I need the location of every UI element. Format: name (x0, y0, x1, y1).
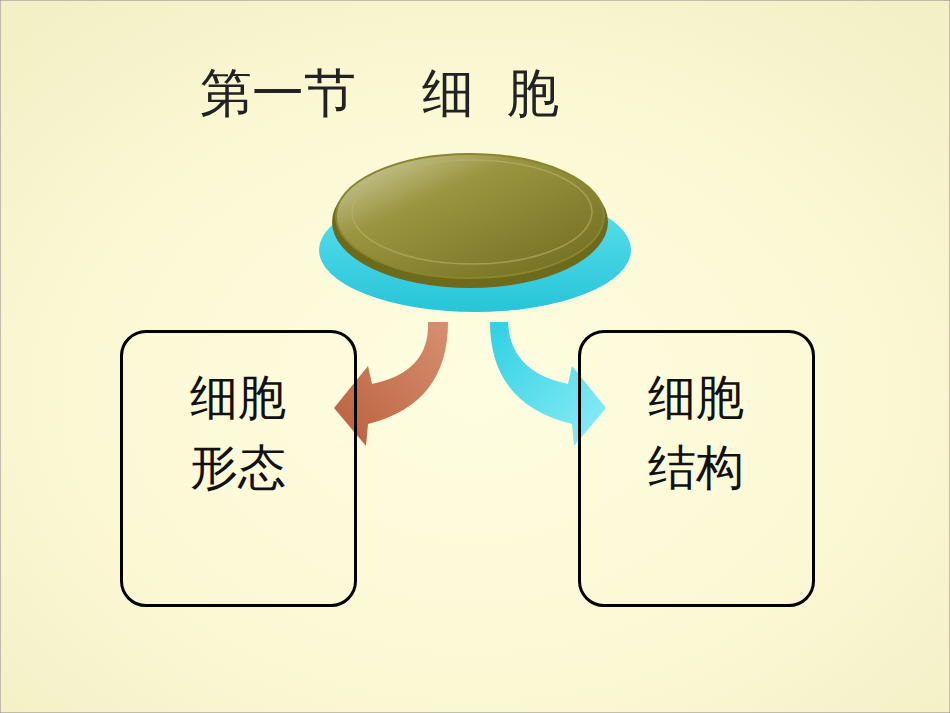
left-arrow (334, 322, 448, 446)
concept-box: 细胞 结构 (578, 330, 815, 607)
right-arrow (490, 322, 606, 446)
slide-title: 第一节 细 胞 (200, 62, 559, 124)
concept-box: 细胞 形态 (120, 330, 357, 607)
box-label: 细胞 形态 (183, 363, 293, 502)
cell-disc (319, 154, 631, 312)
box-label: 细胞 结构 (641, 363, 751, 502)
